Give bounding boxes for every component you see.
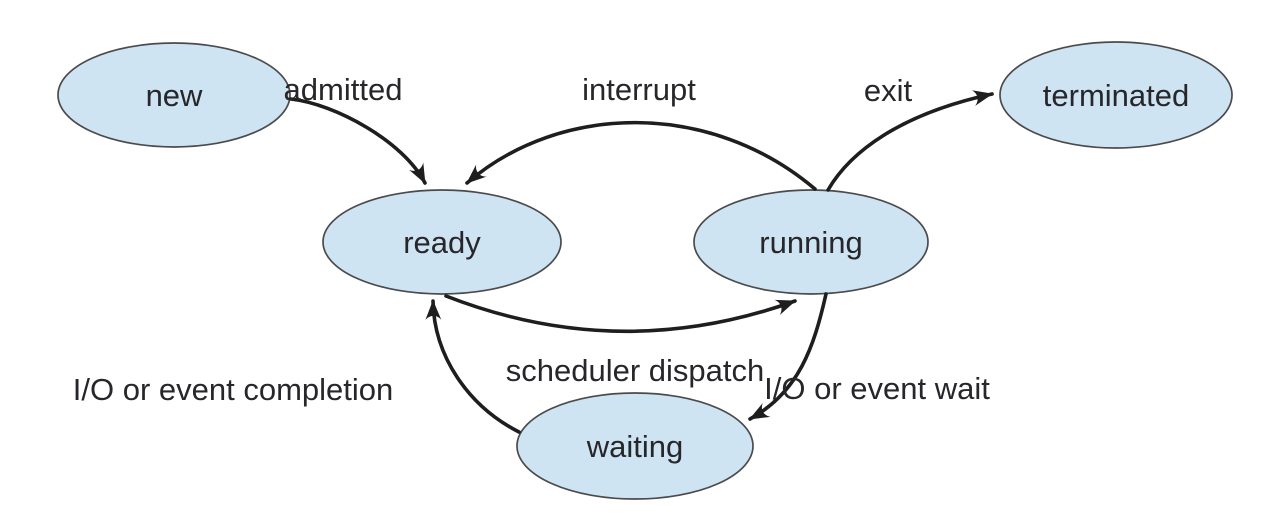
- transition-io-event-wait-arrow: [748, 292, 828, 421]
- state-new-ellipse: [57, 42, 291, 148]
- state-waiting-label: waiting: [586, 429, 684, 464]
- state-ready-label: ready: [403, 225, 481, 260]
- state-terminated-label: terminated: [1043, 78, 1189, 113]
- transition-io-event-wait-label: I/O or event wait: [764, 371, 990, 406]
- state-waiting: waiting: [516, 392, 754, 500]
- state-waiting-ellipse: [516, 392, 754, 500]
- transition-admitted-label: admitted: [284, 72, 403, 107]
- transition-interrupt-label: interrupt: [582, 72, 696, 107]
- transition-exit-arrow: [826, 90, 994, 192]
- state-running: running: [693, 189, 929, 295]
- transition-io-event-completion-arrow: [425, 299, 521, 434]
- transitions: admitted interrupt exit scheduler dispat…: [73, 72, 994, 434]
- state-running-ellipse: [693, 189, 929, 295]
- state-new-label: new: [146, 78, 203, 113]
- state-terminated-ellipse: [999, 41, 1233, 149]
- transition-exit-label: exit: [864, 73, 913, 108]
- transition-interrupt-arrow: [465, 120, 817, 191]
- transition-admitted-arrow: [289, 97, 427, 185]
- transition-scheduler-dispatch-label: scheduler dispatch: [506, 353, 765, 388]
- state-new: new: [57, 42, 291, 148]
- state-ready-ellipse: [322, 189, 562, 295]
- transition-scheduler-dispatch-arrow: [444, 294, 797, 334]
- state-terminated: terminated: [999, 41, 1233, 149]
- transition-io-event-completion-label: I/O or event completion: [73, 372, 394, 407]
- state-ready: ready: [322, 189, 562, 295]
- state-running-label: running: [759, 225, 862, 260]
